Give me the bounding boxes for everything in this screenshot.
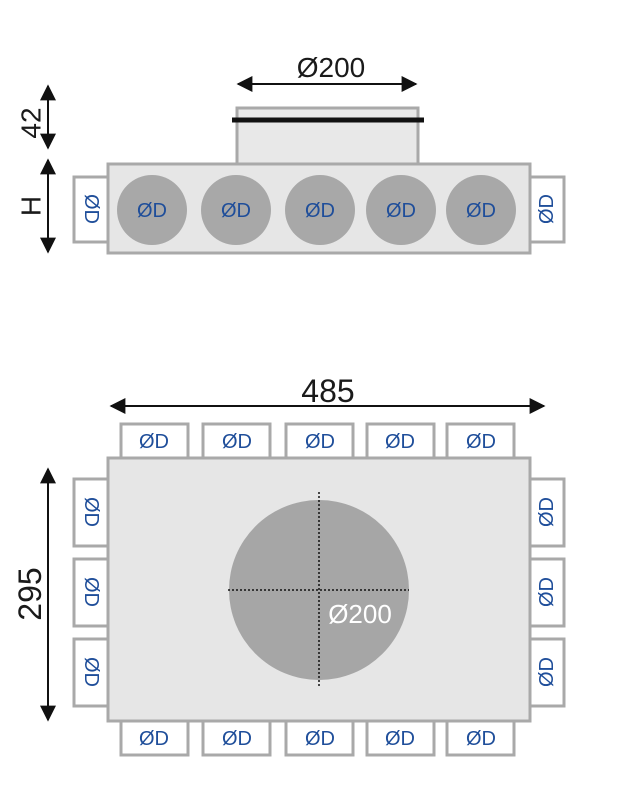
- front-port-label: ØD: [221, 200, 251, 222]
- side-port-right: [528, 175, 566, 244]
- port-box: [72, 477, 110, 548]
- front-port-label: ØD: [386, 200, 416, 222]
- collar: [235, 106, 420, 166]
- left-column-ports: ØD ØD ØD: [72, 477, 110, 708]
- port-box: [201, 422, 272, 460]
- collar-diameter-label: Ø200: [297, 52, 366, 83]
- port-box: [365, 719, 436, 757]
- side-port-left-label: ØD: [80, 194, 102, 224]
- top-row-ports: ØD ØD ØD ØD ØD: [119, 422, 516, 460]
- port-label: ØD: [466, 431, 496, 453]
- port-box: [445, 422, 516, 460]
- front-port-label: ØD: [466, 200, 496, 222]
- front-ports: ØD ØD ØD ØD ØD: [117, 175, 516, 245]
- port-label: ØD: [139, 431, 169, 453]
- port-box: [284, 422, 355, 460]
- port-box: [201, 719, 272, 757]
- port-label: ØD: [139, 728, 169, 750]
- port-box: [119, 422, 190, 460]
- side-view: Ø200 ØD ØD ØD ØD ØD ØD ØD 42 H: [16, 52, 566, 255]
- port-label: ØD: [80, 577, 102, 607]
- right-column-ports: ØD ØD ØD: [528, 477, 566, 708]
- port-box: [72, 637, 110, 708]
- port-label: ØD: [385, 431, 415, 453]
- depth-label: 295: [12, 567, 48, 620]
- front-port-circle: [117, 175, 187, 245]
- port-label: ØD: [222, 431, 252, 453]
- center-diameter-label: Ø200: [328, 599, 392, 629]
- port-box: [528, 477, 566, 548]
- port-label: ØD: [466, 728, 496, 750]
- body-height-label: H: [16, 196, 47, 216]
- side-port-right-label: ØD: [536, 194, 558, 224]
- port-label: ØD: [305, 431, 335, 453]
- port-label: ØD: [80, 497, 102, 527]
- port-box: [528, 637, 566, 708]
- front-port-circle: [201, 175, 271, 245]
- plan-view: 485 295 Ø200 ØD ØD ØD ØD ØD ØD: [12, 373, 566, 757]
- port-label: ØD: [305, 728, 335, 750]
- side-port-left: [72, 175, 110, 244]
- front-port-circle: [285, 175, 355, 245]
- port-box: [365, 422, 436, 460]
- port-label: ØD: [536, 497, 558, 527]
- collar-height-label: 42: [16, 107, 47, 138]
- front-port-label: ØD: [305, 200, 335, 222]
- bottom-row-ports: ØD ØD ØD ØD ØD: [119, 719, 516, 757]
- port-label: ØD: [222, 728, 252, 750]
- front-port-circle: [366, 175, 436, 245]
- port-label: ØD: [80, 657, 102, 687]
- port-box: [72, 557, 110, 628]
- port-label: ØD: [536, 657, 558, 687]
- port-box: [284, 719, 355, 757]
- port-box: [119, 719, 190, 757]
- width-label: 485: [301, 373, 354, 409]
- port-label: ØD: [385, 728, 415, 750]
- front-port-label: ØD: [137, 200, 167, 222]
- front-port-circle: [446, 175, 516, 245]
- port-label: ØD: [536, 577, 558, 607]
- port-box: [445, 719, 516, 757]
- port-box: [528, 557, 566, 628]
